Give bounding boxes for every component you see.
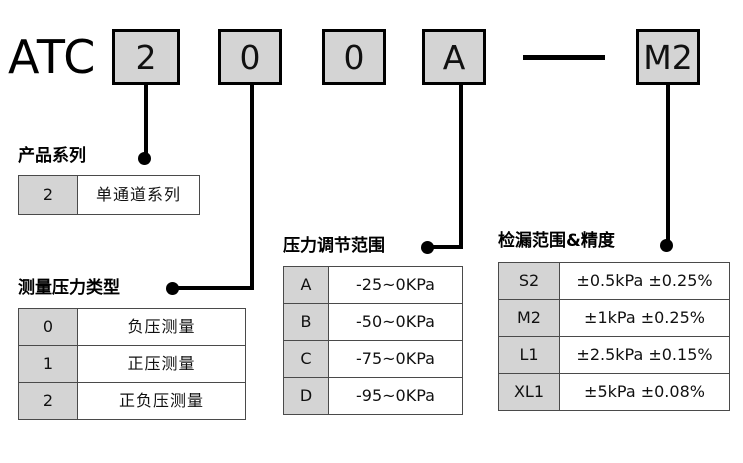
cell-code: M2: [498, 299, 560, 337]
table-pressure-type: 0 负压测量 1 正压测量 2 正负压测量: [18, 308, 246, 420]
cell-desc: -95~0KPa: [328, 377, 463, 415]
brand-label: ATC: [8, 30, 97, 84]
connector-ptype-vertical: [250, 85, 254, 290]
connector-range-horizontal: [428, 245, 463, 249]
cell-desc: 单通道系列: [77, 175, 200, 215]
cell-desc: 负压测量: [77, 308, 246, 346]
code-box-leak-range: M2: [636, 29, 700, 85]
table-row: 2 正负压测量: [18, 382, 246, 420]
cell-code: 1: [18, 345, 78, 383]
table-row: L1 ±2.5kPa ±0.15%: [498, 336, 730, 374]
cell-code: D: [283, 377, 329, 415]
cell-code: B: [283, 303, 329, 341]
table-row: D -95~0KPa: [283, 377, 463, 415]
table-row: 2 单通道系列: [18, 175, 200, 215]
heading-series: 产品系列: [18, 146, 86, 166]
code-box-adjust-range: A: [422, 29, 486, 85]
connector-ptype-dot: [166, 282, 179, 295]
table-row: M2 ±1kPa ±0.25%: [498, 299, 730, 337]
connector-leak-dot: [660, 239, 673, 252]
connector-range-dot: [421, 241, 434, 254]
cell-desc: -50~0KPa: [328, 303, 463, 341]
cell-desc: -75~0KPa: [328, 340, 463, 378]
cell-desc: ±5kPa ±0.08%: [559, 373, 730, 411]
cell-code: L1: [498, 336, 560, 374]
cell-code: 0: [18, 308, 78, 346]
table-row: XL1 ±5kPa ±0.08%: [498, 373, 730, 411]
connector-series-vertical: [144, 85, 148, 157]
table-leak-range: S2 ±0.5kPa ±0.25% M2 ±1kPa ±0.25% L1 ±2.…: [498, 262, 730, 411]
cell-desc: 正压测量: [77, 345, 246, 383]
cell-desc: ±1kPa ±0.25%: [559, 299, 730, 337]
table-row: A -25~0KPa: [283, 266, 463, 304]
code-box-series: 2: [112, 29, 180, 85]
connector-leak-vertical: [666, 85, 670, 243]
cell-desc: 正负压测量: [77, 382, 246, 420]
heading-leak-range: 检漏范围&精度: [498, 231, 615, 251]
cell-desc: -25~0KPa: [328, 266, 463, 304]
cell-desc: ±0.5kPa ±0.25%: [559, 262, 730, 300]
connector-series-dot: [138, 152, 151, 165]
table-row: C -75~0KPa: [283, 340, 463, 378]
code-box-spare: 0: [322, 29, 386, 85]
heading-adjust-range: 压力调节范围: [283, 236, 385, 256]
cell-code: XL1: [498, 373, 560, 411]
cell-code: 2: [18, 382, 78, 420]
table-series: 2 单通道系列: [18, 175, 200, 215]
table-row: 0 负压测量: [18, 308, 246, 346]
table-row: 1 正压测量: [18, 345, 246, 383]
separator-dash: [523, 55, 605, 60]
cell-code: C: [283, 340, 329, 378]
cell-code: 2: [18, 175, 78, 215]
code-box-pressure-type: 0: [218, 29, 282, 85]
heading-pressure-type: 测量压力类型: [18, 278, 120, 298]
connector-ptype-horizontal: [172, 286, 254, 290]
table-row: S2 ±0.5kPa ±0.25%: [498, 262, 730, 300]
table-row: B -50~0KPa: [283, 303, 463, 341]
cell-code: A: [283, 266, 329, 304]
cell-desc: ±2.5kPa ±0.15%: [559, 336, 730, 374]
cell-code: S2: [498, 262, 560, 300]
table-adjust-range: A -25~0KPa B -50~0KPa C -75~0KPa D -95~0…: [283, 266, 463, 415]
connector-range-vertical: [459, 85, 463, 249]
